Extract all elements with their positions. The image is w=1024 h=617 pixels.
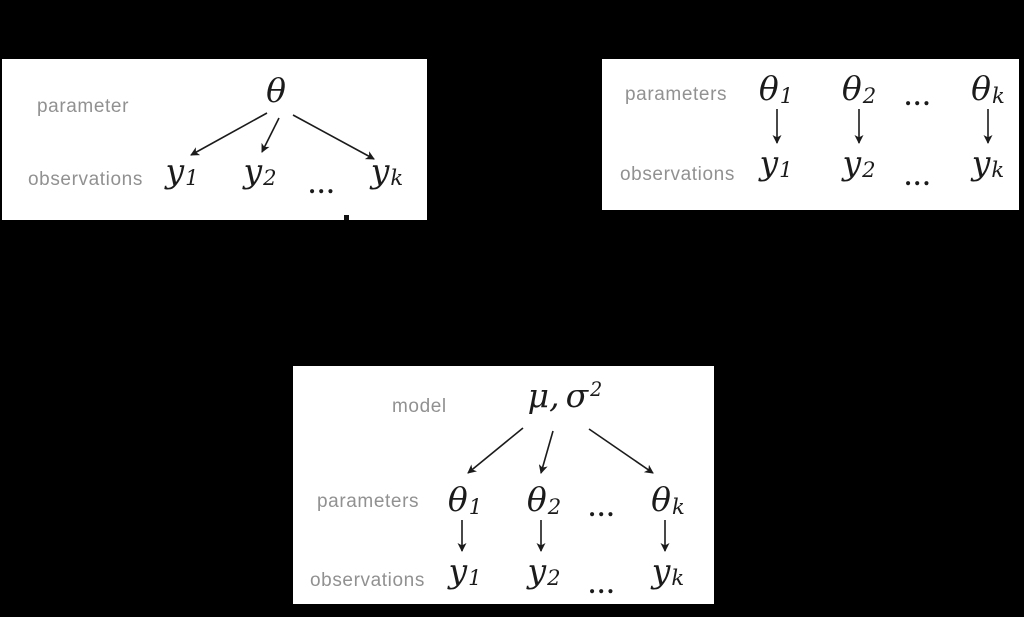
unpooled-observations-label: observations bbox=[620, 164, 735, 185]
pooled-obs-y1: y1 bbox=[165, 151, 199, 190]
unpooled-arrows bbox=[772, 109, 993, 144]
unpooled-obs-y1: y1 bbox=[759, 143, 793, 182]
pooled-theta-symbol: θ bbox=[266, 71, 286, 110]
hier-observations-label: observations bbox=[310, 570, 425, 591]
unpooled-theta-k: θk bbox=[971, 69, 1005, 108]
hier-obs-y2: y2 bbox=[527, 551, 561, 590]
pooled-parameter-label: parameter bbox=[37, 96, 129, 117]
unpooled-obs-dots: ... bbox=[904, 165, 932, 191]
pooled-obs-dots: ... bbox=[308, 173, 336, 199]
pooled-arrow-theta-to-y2 bbox=[261, 117, 280, 153]
hier-theta-1: θ1 bbox=[447, 480, 483, 519]
stray-mark bbox=[344, 215, 349, 220]
hier-arrow-model-to-thetak bbox=[588, 428, 654, 474]
pooled-fan-arrows bbox=[190, 112, 375, 160]
unpooled-theta-1: θ1 bbox=[758, 69, 794, 108]
hier-obs-yk: yk bbox=[651, 551, 685, 590]
pooled-obs-y2: y2 bbox=[243, 151, 277, 190]
hier-obs-dots: ... bbox=[588, 573, 616, 599]
pooled-model-panel: parameter θ y1 y2 ... yk observations bbox=[2, 59, 427, 220]
unpooled-params-dots: ... bbox=[904, 85, 932, 111]
hier-parameters-label: parameters bbox=[317, 491, 420, 512]
hier-model-label: model bbox=[392, 396, 447, 417]
unpooled-theta-2: θ2 bbox=[841, 69, 877, 108]
pooled-arrow-theta-to-y1 bbox=[190, 112, 268, 156]
unpooled-model-panel: parameters θ1 θ2 ... θk y1 y2 ... yk obs… bbox=[602, 59, 1019, 210]
unpooled-obs-yk: yk bbox=[971, 143, 1005, 182]
hier-obs-y1: y1 bbox=[448, 551, 482, 590]
hier-arrow-model-to-theta2 bbox=[538, 430, 554, 474]
unpooled-parameters-label: parameters bbox=[625, 84, 728, 105]
hier-theta-2: θ2 bbox=[526, 480, 562, 519]
hier-params-dots: ... bbox=[588, 496, 616, 522]
unpooled-obs-y2: y2 bbox=[842, 143, 876, 182]
pooled-observations-label: observations bbox=[28, 169, 143, 190]
pooled-obs-yk: yk bbox=[370, 151, 404, 190]
hier-arrow-model-to-theta1 bbox=[467, 427, 524, 474]
pooled-arrow-theta-to-yk bbox=[292, 114, 375, 160]
hier-theta-k: θk bbox=[651, 480, 685, 519]
